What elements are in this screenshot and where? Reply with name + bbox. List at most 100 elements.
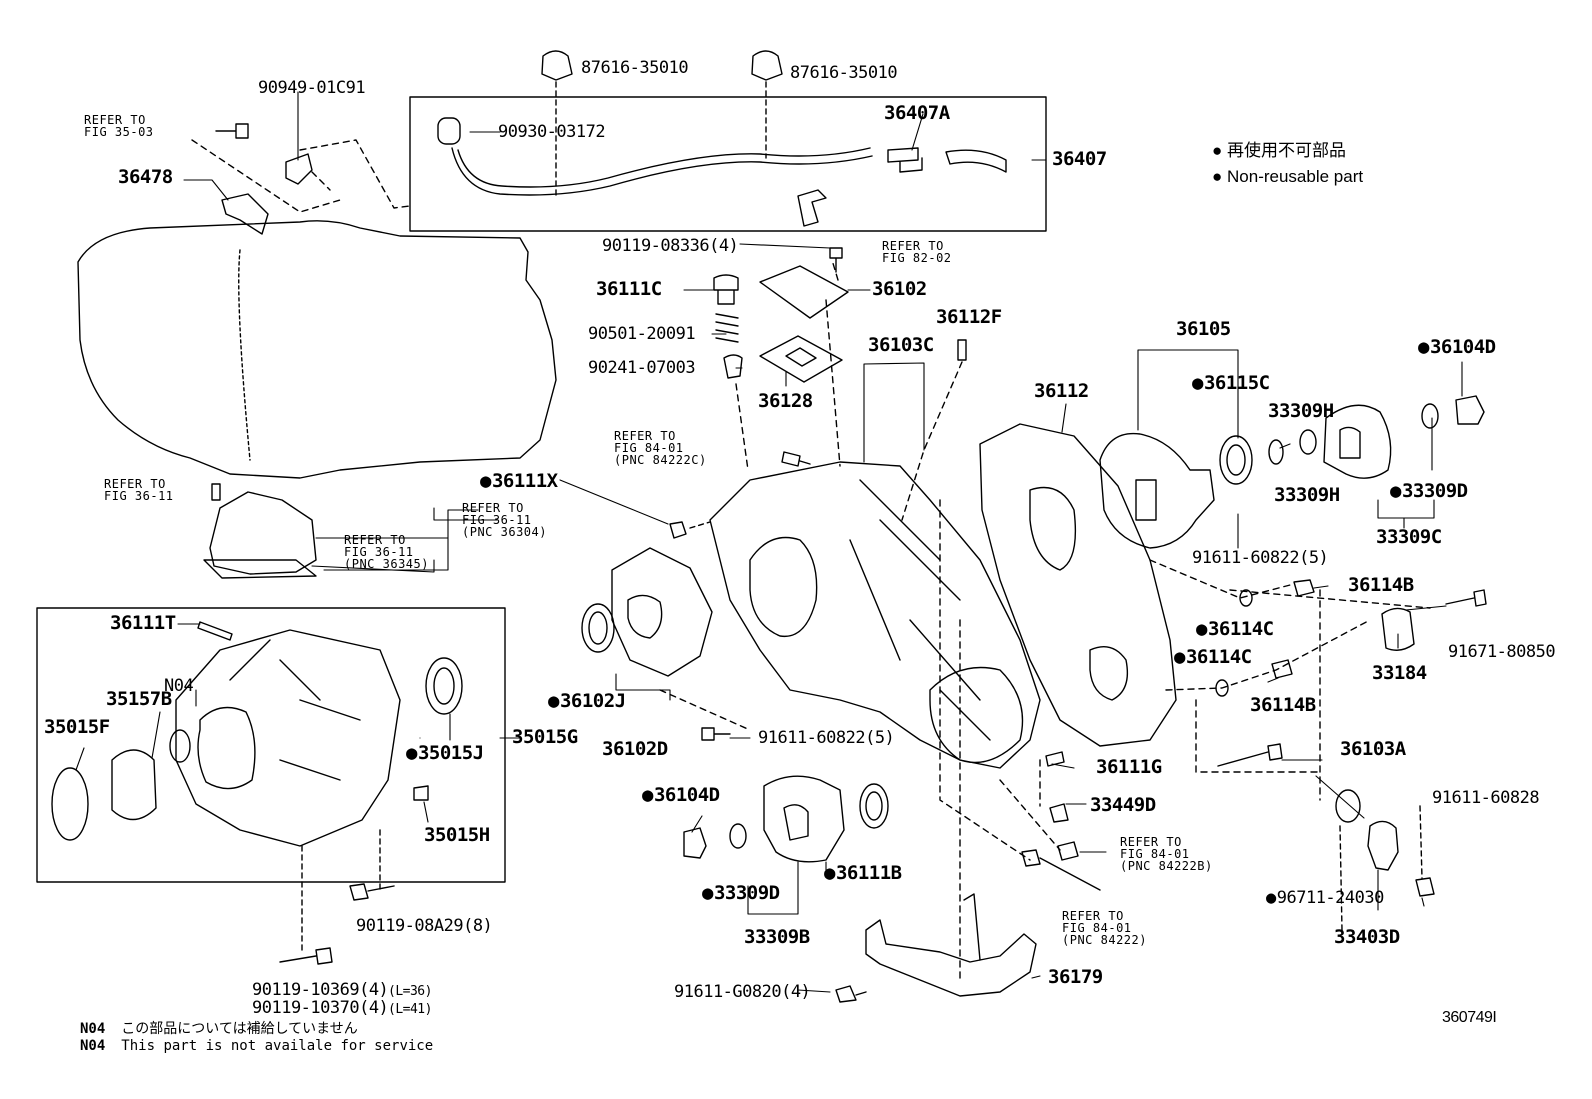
label-35015F: 35015F (44, 716, 110, 738)
bolt-96711 (1415, 877, 1435, 897)
cover-36102 (759, 265, 849, 319)
label-36111G: 36111G (1096, 756, 1162, 778)
washer-33309D-bot (729, 823, 747, 849)
label-90930: 90930-03172 (498, 122, 606, 142)
label-36102J: 36102J (548, 692, 626, 711)
nut-36104D-bot (683, 827, 707, 859)
gasket-36128 (759, 335, 843, 383)
hose-assembly-frame (409, 96, 1047, 232)
label-36111B: 36111B (824, 864, 902, 883)
label-35015J: 35015J (406, 744, 484, 763)
label-91611-60828: 91611-60828 (1432, 788, 1540, 808)
label-33309D-right: 33309D (1390, 482, 1468, 501)
legend-jp-text: 再使用不可部品 (1227, 141, 1347, 160)
rear-housing-36112 (979, 423, 1177, 747)
washer-33309H-b (1299, 429, 1317, 455)
label-33309C: 33309C (1376, 526, 1442, 548)
label-36407A: 36407A (884, 102, 950, 124)
bolt-35-03 (215, 123, 249, 139)
nut-36111X-leader (689, 521, 711, 529)
label-N04: N04 (164, 676, 194, 696)
plug-36111C (713, 274, 739, 305)
bracket-leaders (191, 139, 411, 213)
label-90949: 90949-01C91 (258, 78, 366, 98)
pin-36112F-leader (901, 361, 963, 521)
bolt-91611-a (701, 727, 731, 741)
label-36102D: 36102D (602, 738, 668, 760)
label-91611-60822-a: 91611-60822(5) (1192, 548, 1329, 568)
bolt-91611-G0820 (835, 985, 867, 1003)
case-35015G-ribs (229, 639, 361, 781)
bolt-90119-08336 (829, 247, 843, 273)
bracket-36478 (221, 193, 269, 235)
cover-35015F (51, 767, 89, 841)
label-36111T: 36111T (110, 612, 176, 634)
bolt-90119-08A29 (349, 883, 395, 901)
label-36128: 36128 (758, 390, 813, 412)
label-90501: 90501-20091 (588, 324, 696, 344)
label-36114C-b: 36114C (1174, 648, 1252, 667)
seal-35015J-inner (433, 667, 455, 705)
label-36114B-a: 36114B (1348, 574, 1414, 596)
inset-bracket-lines (315, 509, 479, 571)
transfer-case-main (709, 461, 1041, 769)
bolt-36114B-b (1271, 659, 1293, 679)
bullet-icon: ● (1212, 141, 1223, 160)
front-case-bore (627, 594, 663, 639)
sensor-33403D (1367, 820, 1399, 871)
pin-36111G (1045, 751, 1065, 767)
nut-36111X (669, 521, 687, 539)
front-case-36102D (611, 547, 713, 677)
label-33449D: 33449D (1090, 794, 1156, 816)
rear-housing-bore-bot (1089, 646, 1129, 701)
footnote-text: This part is not availale for service (121, 1038, 434, 1054)
o-ring-91611-60828 (1335, 789, 1361, 823)
flange-33309C (1323, 404, 1392, 479)
adapter-36-11 (209, 491, 317, 575)
hose-elbow-right (945, 149, 1007, 173)
bolt-84222 (1021, 849, 1101, 891)
hose-clip-b (751, 50, 783, 81)
breather-plug (437, 117, 461, 145)
legend-row-en: ● Non-reusable part (1212, 167, 1363, 187)
label-36179: 36179 (1048, 966, 1103, 988)
label-33309D-bot: 33309D (702, 884, 780, 903)
label-36114B-b: 36114B (1250, 694, 1316, 716)
transfer-case-ribs (849, 479, 991, 741)
legend-row-jp: ● 再使用不可部品 (1212, 136, 1363, 161)
label-36112: 36112 (1034, 380, 1089, 402)
spring-90501 (715, 313, 739, 343)
washer-36114C-a (1239, 589, 1253, 607)
label-36111C: 36111C (596, 278, 662, 300)
label-36111X: 36111X (480, 472, 558, 491)
legend: ● 再使用不可部品 ● Non-reusable part (1212, 136, 1363, 193)
nut-36104D-top (1455, 395, 1485, 425)
washer-33309H-a (1268, 439, 1284, 465)
bolt-84222B (1057, 841, 1079, 861)
label-36407: 36407 (1052, 148, 1107, 170)
label-91671: 91671-80850 (1448, 642, 1556, 662)
legend-en-text: Non-reusable part (1227, 167, 1364, 186)
seal-36102J-inner (588, 611, 608, 645)
label-35157B: 35157B (106, 688, 172, 710)
seal-N04 (169, 729, 191, 763)
label-96711: 96711-24030 (1266, 890, 1385, 907)
inset-dashed-leaders (301, 829, 381, 951)
hose-clip-a (541, 50, 573, 81)
label-35015G: 35015G (512, 726, 578, 748)
label-90119-08A29: 90119-08A29(8) (356, 916, 493, 936)
cover-35157B (111, 749, 157, 821)
label-36104D-bot: 36104D (642, 786, 720, 805)
breather-hose (451, 147, 873, 196)
extension-housing-36105 (1099, 432, 1215, 549)
flange-33309B (763, 775, 845, 863)
label-33309B: 33309B (744, 926, 810, 948)
